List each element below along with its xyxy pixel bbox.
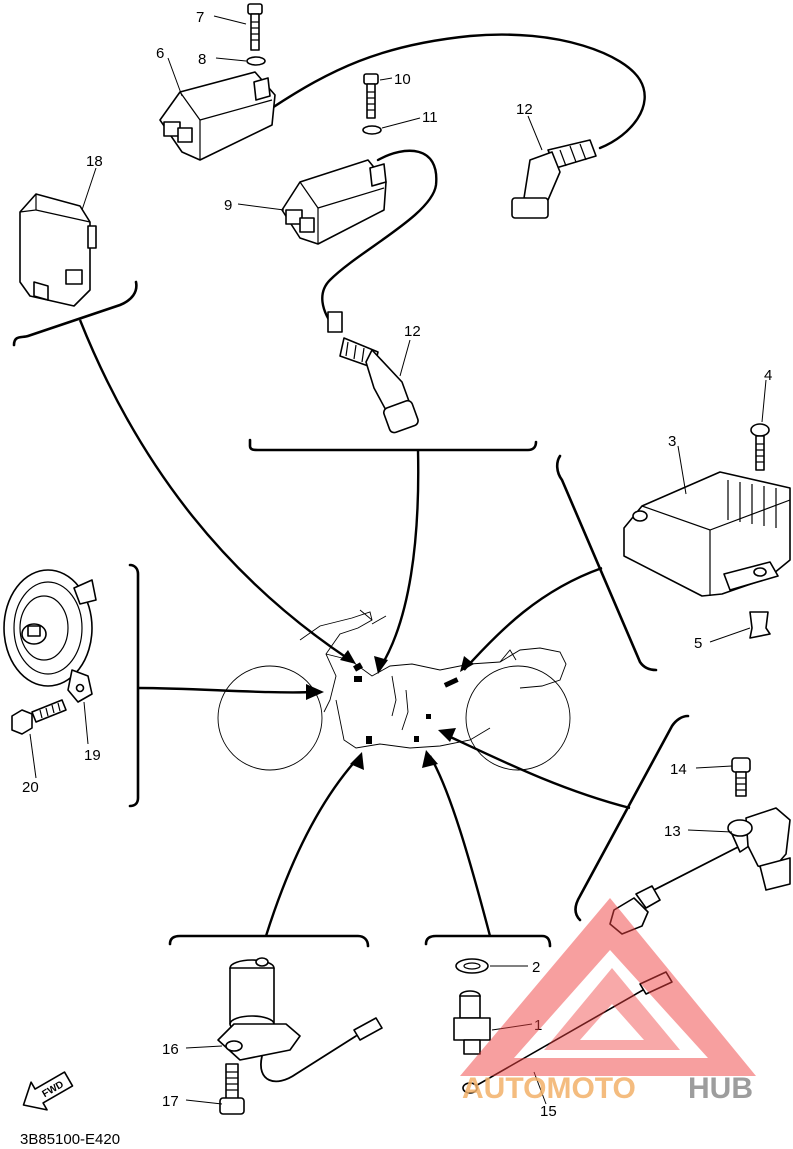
callout-8: 8 xyxy=(198,51,206,68)
callout-17: 17 xyxy=(162,1093,179,1110)
callout-labels: 1 2 3 4 5 6 7 8 9 10 11 12 12 13 14 15 1… xyxy=(22,9,772,1120)
ht-lead-upper xyxy=(270,33,646,150)
diagram-code: 3B85100-E420 xyxy=(20,1131,120,1148)
watermark-text-primary: AUTOMOTO xyxy=(462,1072,636,1105)
bolt-7 xyxy=(247,3,263,51)
collar-5 xyxy=(749,611,771,639)
callout-leaders xyxy=(29,15,767,1105)
bolt-17 xyxy=(219,1063,245,1115)
callout-12-lower: 12 xyxy=(404,323,421,340)
watermark: AUTOMOTO HUB xyxy=(460,898,756,1105)
callout-20: 20 xyxy=(22,779,39,796)
ht-lead-lower xyxy=(321,149,438,332)
callout-6: 6 xyxy=(156,45,164,62)
panel-brackets xyxy=(12,280,690,948)
ignition-coil-front xyxy=(159,71,276,161)
callout-7: 7 xyxy=(196,9,204,26)
fwd-indicator: FWD xyxy=(22,1071,74,1111)
bolt-10 xyxy=(363,73,379,119)
bolt-14 xyxy=(731,757,751,797)
relay-unit xyxy=(19,193,97,307)
washer-8 xyxy=(246,56,266,66)
watermark-text-secondary: HUB xyxy=(688,1072,753,1105)
callout-2: 2 xyxy=(532,959,540,976)
watermark-triangle-icon xyxy=(460,898,756,1076)
callout-12-upper: 12 xyxy=(516,101,533,118)
callout-5: 5 xyxy=(694,635,702,652)
rectifier-regulator xyxy=(623,471,791,597)
gasket-2 xyxy=(455,958,489,974)
speed-sensor xyxy=(609,807,791,935)
spark-plug-cap-upper xyxy=(511,139,597,219)
callout-11: 11 xyxy=(422,109,438,126)
callout-19: 19 xyxy=(84,747,101,764)
callout-3: 3 xyxy=(668,433,676,450)
callout-4: 4 xyxy=(764,367,772,384)
ignition-coil-group xyxy=(159,3,646,434)
ignition-coil-rear xyxy=(281,159,387,245)
washer-11 xyxy=(362,125,382,135)
callout-13: 13 xyxy=(664,823,681,840)
oil-level-switch xyxy=(453,990,491,1055)
location-markers xyxy=(353,662,459,744)
spark-plug-cap-lower xyxy=(327,311,419,434)
callout-9: 9 xyxy=(224,197,232,214)
horn xyxy=(3,569,97,703)
callout-14: 14 xyxy=(670,761,687,778)
callout-16: 16 xyxy=(162,1041,179,1058)
bolt-20 xyxy=(11,699,67,735)
bolt-4 xyxy=(750,423,770,471)
callout-15: 15 xyxy=(540,1103,557,1120)
location-arrows xyxy=(78,319,631,937)
callout-18: 18 xyxy=(86,153,103,170)
callout-10: 10 xyxy=(394,71,411,88)
motorcycle-outline xyxy=(217,609,571,771)
neutral-sensor-assembly xyxy=(217,957,383,1083)
